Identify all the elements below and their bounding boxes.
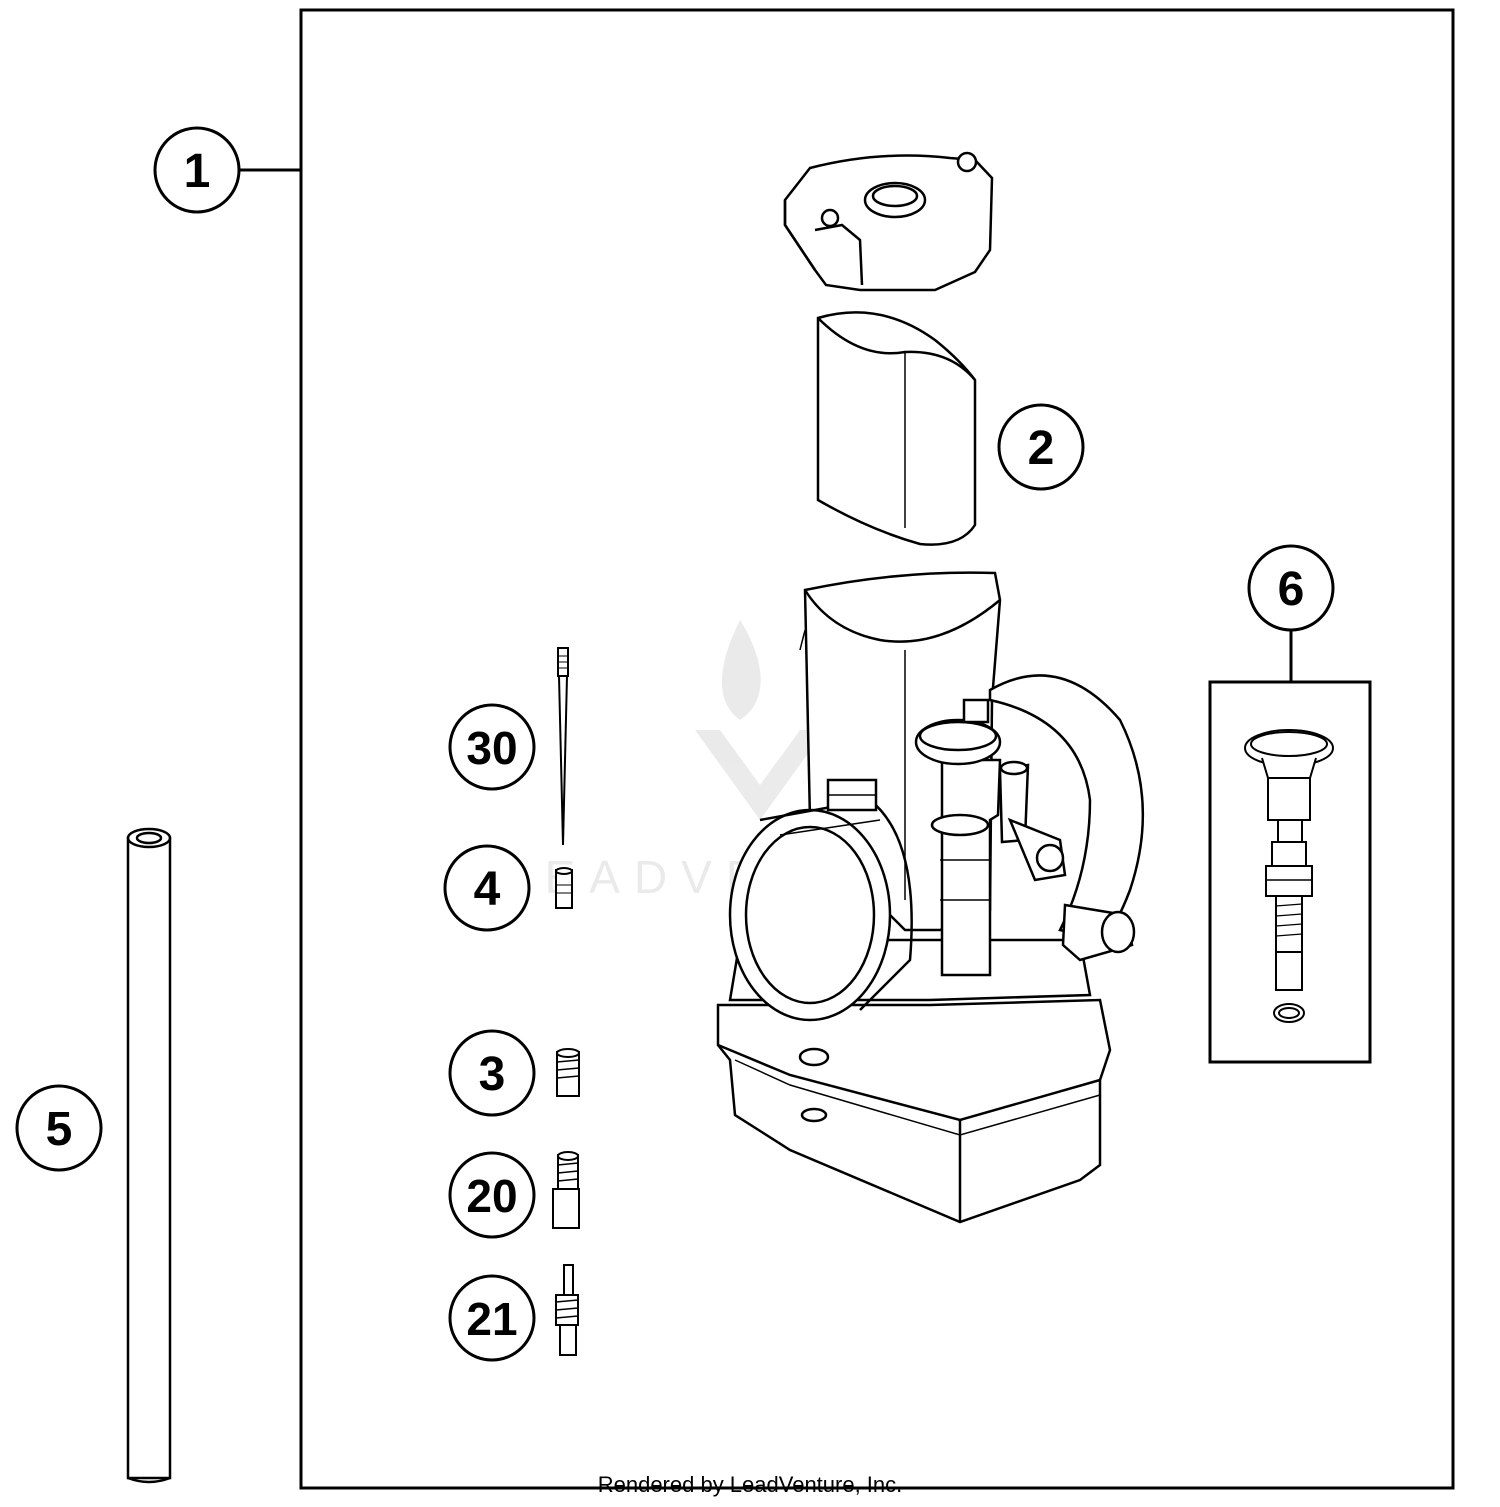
- callout-label: 2: [1028, 422, 1055, 475]
- callout-label: 21: [466, 1293, 517, 1345]
- idle-jet-part: [556, 1048, 580, 1097]
- callout-1: 1: [153, 126, 241, 214]
- watermark-logo: [695, 620, 825, 820]
- callout-label: 1: [184, 145, 211, 198]
- throttle-slide-part: [816, 311, 977, 546]
- jet-needle-part: [557, 647, 569, 846]
- callout-label: 5: [46, 1103, 73, 1156]
- callout-label: 20: [466, 1170, 517, 1222]
- callout-3: 3: [448, 1029, 536, 1117]
- callout-21: 21: [448, 1274, 536, 1362]
- main-jet-part: [552, 1151, 580, 1229]
- footer-credit: Rendered by LeadVenture, Inc.: [598, 1472, 903, 1497]
- callout-4: 4: [443, 844, 531, 932]
- carburetor-cap-part: [783, 151, 994, 292]
- starter-jet-part: [555, 1264, 579, 1356]
- callout-5: 5: [15, 1084, 103, 1172]
- needle-jet-part: [555, 867, 573, 909]
- hose-part: [126, 827, 172, 1484]
- callout-20: 20: [448, 1151, 536, 1239]
- carburetor-body-part: [716, 571, 1145, 1224]
- assembly-frame: [299, 8, 1455, 1490]
- callout-label: 30: [466, 722, 517, 774]
- callout-30: 30: [448, 703, 536, 791]
- callout-6: 6: [1247, 544, 1335, 632]
- choke-plunger-part: [1244, 729, 1334, 1023]
- callout-2: 2: [997, 403, 1085, 491]
- callout-label: 3: [479, 1048, 506, 1101]
- callout-label: 6: [1278, 563, 1305, 616]
- callout-label: 4: [474, 863, 501, 916]
